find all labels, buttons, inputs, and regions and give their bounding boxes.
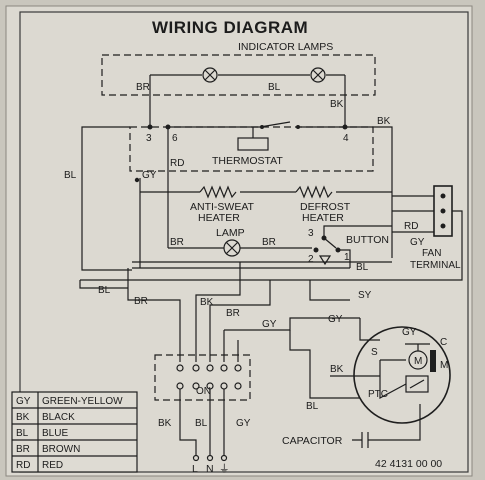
terminal-3: 3: [146, 133, 152, 144]
wire-label-bl-compressor: BL: [306, 401, 319, 412]
connector-on-label: ON: [196, 386, 211, 397]
wire-label-sy: SY: [358, 290, 372, 301]
wire-label-br-lower: BR: [134, 296, 148, 307]
legend-code: RD: [16, 460, 30, 471]
indicator-lamps-box: [101, 54, 376, 96]
bl-wire-compressor: [289, 330, 360, 399]
legend-name: BLACK: [42, 412, 75, 423]
legend-name: BLUE: [42, 428, 68, 439]
capacitor-icon: [352, 404, 421, 448]
legend-name: RED: [42, 460, 63, 471]
ptc-label: PTC: [368, 389, 388, 400]
wire-label-bk-mains: BK: [158, 418, 172, 429]
wire-label-bk-lamps: BK: [330, 99, 344, 110]
wire-label-bl-mains: BL: [195, 418, 208, 429]
lamp-label: LAMP: [216, 227, 245, 239]
terminal-m: M: [440, 360, 448, 371]
fan-label-2: TERMINAL: [410, 260, 461, 271]
thermostat-label: THERMOSTAT: [212, 155, 283, 167]
terminal-4: 4: [343, 133, 349, 144]
wire-label-bl-button: BL: [356, 262, 369, 273]
fan-terminal-wires: [392, 195, 434, 233]
button-terminal-1: 1: [344, 252, 350, 263]
wire-label-br-lamp-left: BR: [170, 237, 184, 248]
wire-label-gy-compressor: GY: [402, 327, 417, 338]
fan-label: FAN: [422, 248, 441, 259]
diagram-frame: [19, 11, 469, 473]
wire-label-rd-fan: RD: [404, 221, 418, 232]
compressor-housing: [353, 326, 451, 424]
motor-label: M: [414, 356, 422, 367]
wire-label-gy-lower-2: GY: [328, 314, 343, 325]
fan-return-wire: [310, 210, 463, 281]
wire-label-gy-left: GY: [142, 170, 157, 181]
legend-code: BR: [16, 444, 30, 455]
wire-label-rd: RD: [170, 158, 184, 169]
wire-label-br-lower-2: BR: [226, 308, 240, 319]
wire-label-bk-lower: BK: [200, 297, 214, 308]
anti-sweat-heater-icon: [199, 185, 237, 199]
br-wire-1: [127, 268, 181, 362]
button-terminal-3: 3: [308, 228, 314, 239]
legend-name: BROWN: [42, 444, 80, 455]
br-wire-2: [209, 280, 271, 362]
terminal-l: L: [192, 463, 198, 475]
anti-sweat-label: ANTI-SWEAT: [190, 201, 255, 213]
wire-label-bl-lamps: BL: [268, 82, 281, 93]
bk-wire-right: [345, 126, 393, 258]
indicator-lamp-2: [310, 67, 326, 83]
diagram-title: WIRING DIAGRAM: [152, 18, 308, 37]
defrost-heater-icon: [295, 185, 333, 199]
capacitor-label: CAPACITOR: [282, 435, 343, 447]
color-legend: [11, 391, 138, 473]
wire-label-bl-left: BL: [64, 170, 77, 181]
defrost-label: DEFROST: [300, 201, 351, 213]
anti-sweat-label-2: HEATER: [198, 212, 240, 224]
mains-l-wire: [179, 389, 197, 455]
terminal-n: N: [206, 463, 214, 475]
ground-icon: ⏚: [219, 463, 230, 475]
connector-block: [154, 354, 251, 401]
lower-bus: [132, 261, 392, 269]
bk-wire-1: [195, 262, 241, 362]
wire-label-gy-fan: GY: [410, 237, 425, 248]
terminal-s: S: [371, 347, 378, 358]
wire-label-gy-mains: GY: [236, 418, 251, 429]
legend-code: BK: [16, 412, 30, 423]
interior-lamp-icon: [223, 239, 241, 257]
wire-label-br-lamp-right: BR: [262, 237, 276, 248]
wire-label-bk-compressor: BK: [330, 364, 344, 375]
legend-code: GY: [16, 396, 31, 407]
wire-label-br-lamps: BR: [136, 82, 150, 93]
legend-name: GREEN-YELLOW: [42, 396, 123, 407]
motor-winding-icon: [430, 350, 436, 372]
bl-wire-left: [81, 126, 132, 271]
legend-code: BL: [16, 428, 29, 439]
indicator-lamp-1: [202, 67, 218, 83]
terminal-6: 6: [172, 133, 178, 144]
indicator-lamps-label: INDICATOR LAMPS: [238, 41, 333, 53]
button-terminal-2: 2: [308, 254, 314, 265]
gy-wire-lower: [224, 317, 360, 331]
terminal-c: C: [440, 337, 447, 348]
button-label: BUTTON: [346, 234, 389, 246]
wire-label-bl-lower: BL: [98, 285, 111, 296]
defrost-label-2: HEATER: [302, 212, 344, 224]
part-number: 42 4131 00 00: [375, 458, 442, 470]
wire-label-bk-top: BK: [377, 116, 391, 127]
sy-wire: [309, 280, 350, 301]
wire-label-gy-lower: GY: [262, 319, 277, 330]
